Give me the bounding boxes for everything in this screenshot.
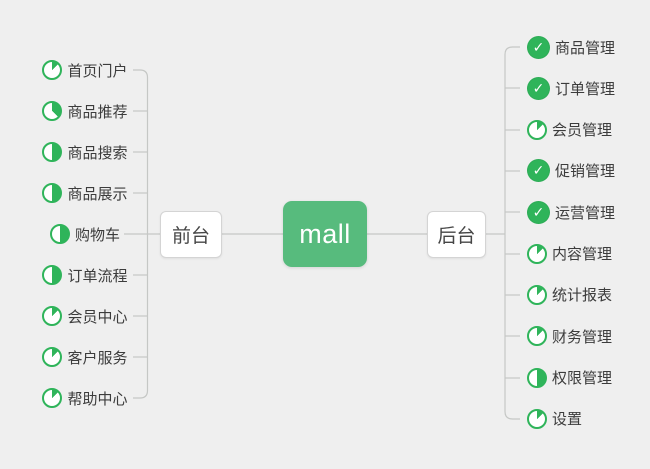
topic-label: 客户服务 [67,349,128,367]
task-progress-icon [42,60,63,80]
root-topic-mall[interactable]: mall [283,201,367,267]
task-progress-icon [42,142,63,162]
topic-label: 订单管理 [555,80,616,98]
frontend-topic-list: 首页门户商品推荐商品搜索商品展示购物车订单流程会员中心客户服务帮助中心 [20,0,150,469]
task-progress-icon [49,224,70,244]
topic-item[interactable]: 商品展示 [20,180,150,206]
branch-topic-frontend[interactable]: 前台 [160,211,222,258]
topic-item[interactable]: 购物车 [20,221,150,247]
topic-item[interactable]: 设置 [527,406,647,432]
task-progress-icon [527,243,547,264]
task-progress-icon [42,265,63,285]
topic-label: 购物车 [74,226,120,244]
task-progress-icon [527,408,547,429]
topic-item[interactable]: 客户服务 [20,344,150,370]
task-done-icon: ✓ [527,76,550,100]
topic-item[interactable]: 财务管理 [527,323,647,349]
right-spine [504,46,520,420]
topic-item[interactable]: 商品推荐 [20,98,150,124]
task-done-icon: ✓ [527,200,550,224]
task-done-icon: ✓ [527,159,550,183]
task-progress-icon [527,367,547,388]
topic-label: 促销管理 [555,163,616,181]
topic-label: 首页门户 [67,62,128,80]
task-progress-icon [42,101,63,121]
task-progress-icon [527,326,547,347]
topic-label: 运营管理 [555,204,616,222]
topic-label: 帮助中心 [67,390,128,408]
topic-item[interactable]: 权限管理 [527,365,647,391]
topic-label: 设置 [552,411,583,429]
topic-item[interactable]: 订单流程 [20,262,150,288]
topic-item[interactable]: 商品搜索 [20,139,150,165]
topic-item[interactable]: 帮助中心 [20,385,150,411]
topic-label: 商品搜索 [67,144,128,162]
topic-item[interactable]: ✓ 订单管理 [527,75,647,101]
topic-label: 商品管理 [555,39,616,57]
left-spine [133,69,149,399]
branch-topic-backend[interactable]: 后台 [427,211,486,258]
topic-item[interactable]: ✓ 商品管理 [527,34,647,60]
topic-item[interactable]: ✓ 运营管理 [527,199,647,225]
task-progress-icon [42,388,63,408]
task-progress-icon [527,284,547,305]
topic-label: 内容管理 [552,246,613,264]
backend-topic-list: ✓ 商品管理 ✓ 订单管理会员管理 ✓ 促销管理 ✓ 运营管理内容管理统计报表财务管理权限管理… [527,0,647,469]
topic-label: 会员管理 [552,122,613,140]
task-done-icon: ✓ [527,35,550,59]
topic-label: 权限管理 [552,370,613,388]
topic-label: 会员中心 [67,308,128,326]
topic-label: 统计报表 [552,287,613,305]
topic-label: 商品展示 [67,185,128,203]
topic-item[interactable]: 会员中心 [20,303,150,329]
task-progress-icon [527,119,547,140]
task-progress-icon [42,183,63,203]
topic-item[interactable]: ✓ 促销管理 [527,158,647,184]
topic-label: 财务管理 [552,328,613,346]
topic-item[interactable]: 内容管理 [527,241,647,267]
topic-label: 订单流程 [67,267,128,285]
topic-item[interactable]: 统计报表 [527,282,647,308]
topic-label: 商品推荐 [67,103,128,121]
task-progress-icon [42,306,63,326]
task-progress-icon [42,347,63,367]
topic-item[interactable]: 会员管理 [527,117,647,143]
topic-item[interactable]: 首页门户 [20,57,150,83]
